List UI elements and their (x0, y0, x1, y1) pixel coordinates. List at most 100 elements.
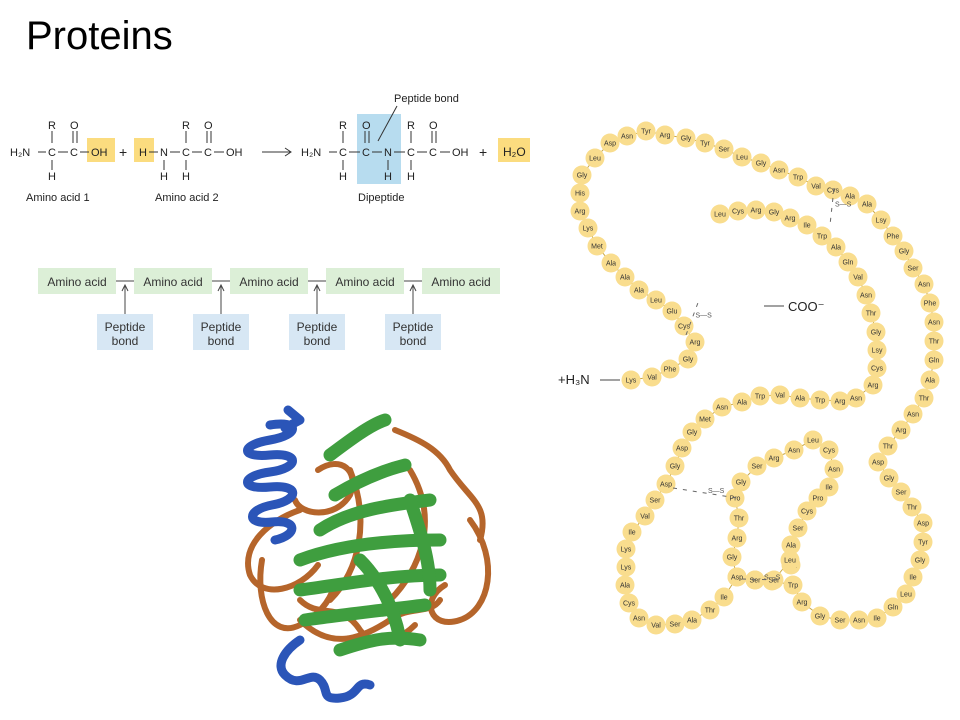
residue-bead (682, 610, 702, 630)
residue-bead (867, 608, 887, 628)
residue-label: Asn (716, 405, 728, 412)
svg-text:H: H (160, 171, 168, 183)
residue-label: Asp (917, 521, 929, 528)
svg-text:C: C (429, 147, 437, 159)
svg-text:H: H (339, 171, 347, 183)
amino-acid-1-caption: Amino acid 1 (26, 192, 90, 204)
residue-bead (866, 322, 886, 342)
peptide-bond-box (385, 314, 441, 350)
residue-bead (849, 610, 869, 630)
residue-label: Gly (577, 173, 588, 180)
svg-text:R: R (407, 120, 415, 132)
residue-bead (826, 237, 846, 257)
residue-bead (732, 147, 752, 167)
residue-bead (676, 128, 696, 148)
residue-label: Trp (793, 175, 803, 182)
residue-bead (867, 340, 887, 360)
residue-bead (750, 386, 770, 406)
residue-label: Ile (873, 616, 881, 623)
residue-label: Pro (730, 496, 741, 503)
residue-label: Ala (687, 618, 697, 625)
residue-bead (578, 218, 598, 238)
residue-bead (747, 456, 767, 476)
residue-label: Ala (845, 194, 855, 201)
residue-bead (806, 176, 826, 196)
amino-acid-label: Amino acid (335, 275, 394, 289)
residue-label: Asn (633, 616, 645, 623)
residue-bead (914, 388, 934, 408)
residue-bead (868, 452, 888, 472)
residue-bead (797, 215, 817, 235)
residue-label: Ile (803, 223, 811, 230)
residue-bead (665, 456, 685, 476)
svg-text:C: C (204, 147, 212, 159)
residue-label: Gly (687, 430, 698, 437)
residue-bead (600, 133, 620, 153)
peptide-bond-box (289, 314, 345, 350)
peptide-bond-text: Peptide (393, 320, 434, 334)
residue-bead (615, 267, 635, 287)
residue-bead (682, 422, 702, 442)
residue-label: Lsy (872, 348, 883, 355)
residue-label: Gln (888, 605, 899, 612)
residue-label: Ser (896, 490, 908, 497)
residue-bead (838, 252, 858, 272)
residue-label: Ile (825, 485, 833, 492)
residue-label: Arg (732, 536, 743, 543)
residue-label: Cys (678, 324, 691, 331)
residue-label: Trp (817, 234, 827, 241)
residue-bead (861, 303, 881, 323)
residue-label: Ala (862, 202, 872, 209)
residue-label: Asn (850, 396, 862, 403)
residue-bead (722, 547, 742, 567)
residue-bead (646, 290, 666, 310)
residue-label: Arg (868, 383, 879, 390)
residue-bead (902, 497, 922, 517)
residue-label: Arg (785, 216, 796, 223)
residue-label: Ala (606, 261, 616, 268)
svg-text:C: C (407, 147, 415, 159)
svg-text:+: + (479, 144, 487, 160)
residue-bead (790, 388, 810, 408)
residue-bead (903, 567, 923, 587)
svg-text:H: H (48, 171, 56, 183)
svg-text:R: R (182, 120, 190, 132)
residue-label: Ala (620, 583, 630, 590)
amino-acid-label: Amino acid (47, 275, 106, 289)
residue-bead (797, 501, 817, 521)
residue-label: Leu (714, 212, 726, 219)
residue-bead (867, 358, 887, 378)
residue-bead (883, 597, 903, 617)
residue-label: Tyr (641, 129, 651, 136)
residue-bead (913, 513, 933, 533)
residue-bead (714, 139, 734, 159)
beta-sheet-strands (293, 413, 447, 657)
residue-label: Thr (929, 339, 940, 346)
residue-label: Ala (925, 378, 935, 385)
residue-bead (903, 258, 923, 278)
residue-label: Leu (807, 438, 819, 445)
svg-text:H₂N: H₂N (301, 147, 321, 159)
residue-bead (727, 528, 747, 548)
residue-bead (655, 125, 675, 145)
residue-bead (788, 518, 808, 538)
residue-label: Tyr (700, 141, 710, 148)
amino-acid-box (422, 268, 500, 294)
residue-bead (617, 126, 637, 146)
residue-bead (615, 575, 635, 595)
residue-bead (660, 359, 680, 379)
residue-label: Ala (620, 275, 630, 282)
residue-bead (642, 367, 662, 387)
residue-label: Thr (734, 516, 745, 523)
residue-label: Thr (883, 444, 894, 451)
residue-label: Val (651, 623, 661, 630)
residue-bead (585, 148, 605, 168)
svg-text:H: H (182, 171, 190, 183)
residue-bead (863, 375, 883, 395)
residue-bead (879, 468, 899, 488)
residue-bead (572, 165, 592, 185)
n-terminus-label: +H₃N (558, 372, 590, 387)
residue-label: Lys (583, 226, 594, 233)
residue-label: Gly (769, 210, 780, 217)
residue-label: Gly (871, 330, 882, 337)
